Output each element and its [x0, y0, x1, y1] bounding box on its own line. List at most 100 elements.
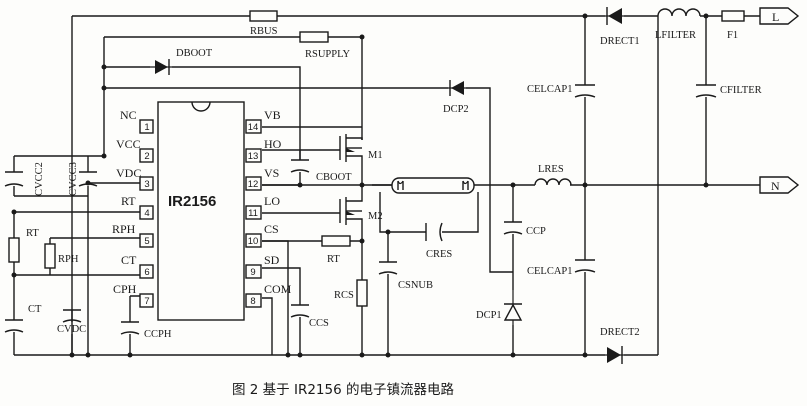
label-rph: RPH — [58, 254, 79, 265]
pin-6-name: CT — [121, 253, 137, 267]
pin-1-name: NC — [120, 108, 137, 122]
resistors — [8, 10, 745, 307]
component-labels: RBUS RSUPPLY DBOOT DCP2 DCP1 DRECT1 DREC… — [26, 26, 762, 340]
diode-drect1 — [605, 7, 624, 25]
capacitor-ccp — [503, 221, 523, 235]
inductor-lres — [534, 178, 572, 186]
junction-dots — [11, 13, 709, 358]
pin-3-number: 3 — [144, 179, 149, 190]
terminal-l: L — [759, 7, 800, 25]
pin-5-number: 5 — [144, 236, 149, 247]
label-rbus: RBUS — [250, 26, 278, 37]
capacitor-cvcc2 — [4, 171, 24, 187]
pin-7-name: CPH — [113, 282, 137, 296]
pin-8-name: COM — [264, 282, 292, 296]
label-rsupply: RSUPPLY — [305, 49, 350, 60]
label-cvcc3: CVCC3 — [68, 162, 79, 196]
pin-4-number: 4 — [144, 208, 149, 219]
inductors — [534, 8, 701, 186]
label-cres: CRES — [426, 249, 452, 260]
ic-ir2156: IR2156 1 2 3 4 5 6 7 NC VCC VDC RT RPH C… — [112, 101, 292, 321]
capacitor-ccs — [290, 304, 310, 318]
diodes — [150, 7, 624, 364]
capacitor-celcap1-bottom — [574, 259, 596, 273]
label-lfilter: LFILTER — [655, 30, 696, 41]
label-cvdc: CVDC — [57, 324, 86, 335]
terminal-n: N — [759, 176, 800, 194]
pin-9-name: SD — [264, 253, 280, 267]
wires — [13, 15, 760, 356]
pin-1-number: 1 — [144, 122, 149, 133]
label-cfilter: CFILTER — [720, 85, 762, 96]
label-cvcc2: CVCC2 — [34, 162, 45, 196]
label-celcap1-top: CELCAP1 — [527, 84, 573, 95]
label-drect1: DRECT1 — [600, 36, 640, 47]
mosfet-m1 — [300, 134, 363, 162]
pin-2-number: 2 — [144, 151, 149, 162]
label-ccs: CCS — [309, 318, 329, 329]
resistor-rsupply — [299, 31, 329, 43]
diode-dcp1 — [503, 290, 523, 325]
resistor-rbus — [249, 10, 278, 22]
label-drect2: DRECT2 — [600, 327, 640, 338]
capacitor-cres — [425, 222, 443, 242]
label-rt-right: RT — [327, 254, 340, 265]
pin-14-name: VB — [264, 108, 281, 122]
label-ccp: CCP — [526, 226, 546, 237]
mosfet-m2 — [318, 197, 363, 225]
label-dboot: DBOOT — [176, 48, 213, 59]
pin-13-name: HO — [264, 137, 282, 151]
resistor-rcs — [356, 279, 368, 307]
pin-10-name: CS — [264, 222, 279, 236]
fluorescent-lamp — [391, 177, 475, 194]
label-f1: F1 — [727, 30, 738, 41]
pin-3-name: VDC — [116, 166, 141, 180]
resistor-rt-right — [321, 235, 351, 247]
capacitor-celcap1-top — [574, 84, 596, 98]
pin-11-name: LO — [264, 194, 280, 208]
inductor-lfilter — [657, 8, 701, 17]
pin-7-number: 7 — [144, 296, 149, 307]
capacitor-ccph — [120, 321, 140, 335]
label-dcp1: DCP1 — [476, 310, 502, 321]
pin-4-name: RT — [121, 194, 136, 208]
pin-12-name: VS — [264, 166, 279, 180]
pin-2-name: VCC — [116, 137, 141, 151]
pin-8-number: 8 — [250, 296, 255, 307]
pin-6-number: 6 — [144, 267, 149, 278]
resistor-rph — [44, 243, 56, 269]
pin-11-number: 11 — [248, 208, 258, 219]
diode-dcp2 — [448, 80, 466, 96]
label-ct: CT — [28, 304, 42, 315]
capacitor-cfilter — [695, 84, 717, 98]
fuse-f1 — [721, 10, 745, 22]
capacitor-cvcc3 — [78, 171, 98, 187]
label-lres: LRES — [538, 164, 564, 175]
capacitors — [4, 84, 717, 335]
label-m2: M2 — [368, 211, 383, 222]
diode-drect2 — [605, 346, 624, 364]
figure-caption: 图 2 基于 IR2156 的电子镇流器电路 — [232, 381, 454, 398]
terminal-n-label: N — [771, 179, 780, 193]
label-cboot: CBOOT — [316, 172, 352, 183]
label-celcap1-bottom: CELCAP1 — [527, 266, 573, 277]
capacitor-ct — [4, 319, 24, 333]
pin-13-number: 13 — [248, 151, 259, 162]
ic-name: IR2156 — [168, 193, 216, 210]
label-m1: M1 — [368, 150, 383, 161]
capacitor-cvdc — [62, 309, 82, 323]
capacitor-cboot — [290, 159, 310, 173]
label-rcs: RCS — [334, 290, 354, 301]
capacitor-csnub — [378, 261, 398, 275]
pin-12-number: 12 — [248, 179, 259, 190]
diode-dboot — [150, 59, 172, 75]
terminal-l-label: L — [772, 10, 779, 24]
pin-5-name: RPH — [112, 222, 136, 236]
label-dcp2: DCP2 — [443, 104, 469, 115]
pin-10-number: 10 — [248, 236, 259, 247]
pin-9-number: 9 — [250, 267, 255, 278]
pin-14-number: 14 — [248, 122, 259, 133]
label-ccph: CCPH — [144, 329, 172, 340]
